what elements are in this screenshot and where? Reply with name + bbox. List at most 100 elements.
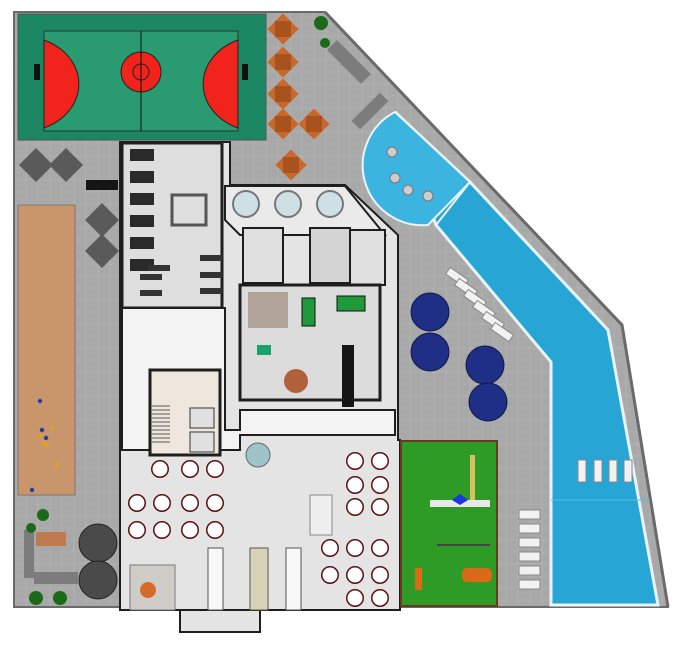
dining-table	[322, 540, 338, 556]
elevator	[189, 431, 215, 453]
billiard-table	[336, 295, 366, 312]
gym-bench	[200, 255, 222, 261]
plant	[53, 591, 67, 605]
bocce-ball	[39, 427, 45, 433]
locker-room	[309, 227, 351, 284]
dining-table	[347, 590, 363, 606]
umbrella-blue	[410, 292, 450, 332]
dining-table	[182, 461, 198, 477]
plant	[29, 591, 43, 605]
sun-lounger	[518, 523, 541, 534]
coffee-table	[36, 532, 66, 546]
outdoor-sofa	[34, 572, 78, 584]
pool-seat	[386, 146, 398, 158]
umbrella-blue	[465, 345, 505, 385]
dining-table	[129, 495, 145, 511]
bocce-ball	[37, 433, 43, 439]
slide-ladder	[470, 455, 475, 505]
treadmill	[130, 171, 154, 183]
goal-left	[34, 64, 40, 80]
card-table	[257, 345, 271, 355]
outdoor-sofa	[24, 530, 34, 578]
wood-table-top	[275, 54, 291, 70]
pool-seat	[402, 184, 414, 196]
dining-table	[207, 495, 223, 511]
gym-bench	[200, 272, 222, 278]
slide	[452, 494, 468, 505]
treadmill	[130, 215, 154, 227]
round-table	[284, 369, 308, 393]
wood-table-top	[275, 21, 291, 37]
furniture-layer	[19, 13, 633, 611]
spring-rider	[415, 568, 422, 590]
sun-lounger	[518, 579, 541, 590]
site-boundary-mask	[325, 11, 685, 650]
sun-lounger	[489, 321, 515, 343]
outdoor-sofa	[351, 92, 389, 130]
dining-table	[372, 590, 388, 606]
pool-lounger	[608, 459, 618, 483]
dining-table	[182, 495, 198, 511]
gray-table	[49, 148, 83, 182]
plant	[26, 523, 36, 533]
umbrella-gray	[78, 523, 118, 563]
bocce-ball	[29, 487, 35, 493]
spa-pool	[361, 110, 472, 227]
weight-machine	[170, 193, 208, 227]
gray-table	[85, 203, 119, 237]
lounge-round-table	[245, 442, 271, 468]
pool-seat	[422, 190, 434, 202]
sun-lounger	[518, 565, 541, 576]
dining-table	[152, 461, 168, 477]
bocce-ball	[44, 442, 50, 448]
treadmill	[130, 149, 154, 161]
buffet-counter	[249, 547, 269, 611]
pool-lounger	[577, 459, 587, 483]
kitchen-island	[285, 547, 302, 611]
lounge-chair	[140, 582, 156, 598]
dining-table	[372, 477, 388, 493]
treadmill	[130, 193, 154, 205]
hot-tub	[274, 190, 302, 218]
dining-table	[372, 499, 388, 515]
dining-table	[129, 522, 145, 538]
dining-table	[347, 453, 363, 469]
reception-desk	[309, 494, 333, 536]
hot-tub	[232, 190, 260, 218]
umbrella-blue	[468, 382, 508, 422]
gym-bench	[140, 274, 162, 280]
dining-table	[347, 540, 363, 556]
plant	[37, 509, 49, 521]
sun-lounger	[518, 537, 541, 548]
pool-divider	[435, 181, 471, 226]
dining-table	[347, 477, 363, 493]
dining-table	[207, 461, 223, 477]
gray-table	[19, 148, 53, 182]
dining-table	[372, 540, 388, 556]
bar-counter	[342, 345, 354, 407]
bocce-ball	[54, 462, 60, 468]
wood-table-top	[275, 86, 291, 102]
treadmill	[130, 237, 154, 249]
gym-bench	[200, 288, 222, 294]
court-key-left	[43, 39, 80, 129]
dining-table	[347, 567, 363, 583]
bocce-ball	[37, 398, 43, 404]
pool-seat	[389, 172, 401, 184]
pool-lounger	[623, 459, 633, 483]
sofa-area	[248, 292, 288, 328]
dining-table	[372, 567, 388, 583]
site-boundary	[323, 10, 670, 608]
hot-tub	[316, 190, 344, 218]
dining-table	[372, 453, 388, 469]
seesaw-animal	[462, 568, 492, 582]
gym-bench	[148, 265, 170, 271]
sun-lounger	[518, 509, 541, 520]
umbrella-gray	[78, 560, 118, 600]
umbrella-blue	[410, 332, 450, 372]
wood-table-top	[283, 157, 299, 173]
kitchen-island	[207, 547, 224, 611]
bocce-ball	[43, 435, 49, 441]
